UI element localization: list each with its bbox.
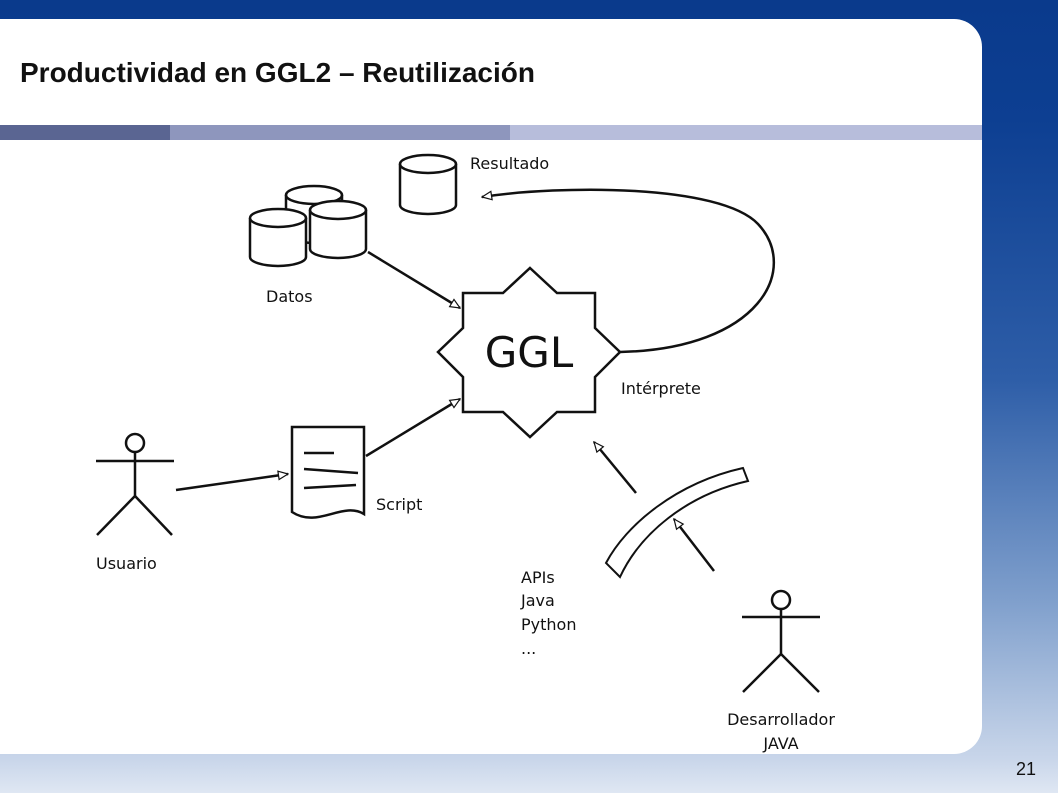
script-label: Script [376, 495, 422, 514]
slide-title: Productividad en GGL2 – Reutilización [20, 57, 535, 88]
user-label: Usuario [96, 554, 157, 573]
developer-label-line2: JAVA [762, 734, 798, 753]
developer-label-line1: Desarrollador [727, 710, 835, 729]
ggl-diagram: Resultado Datos GGL Intérprete Script [96, 153, 835, 753]
api-label-4: ... [521, 639, 536, 658]
api-to-ggl-arrow [593, 442, 637, 494]
page-number: 21 [1015, 759, 1036, 779]
developer-to-api-arrow [673, 519, 715, 572]
data-label: Datos [266, 287, 313, 306]
interpreter-label: Intérprete [621, 379, 701, 398]
ggl-interpreter-star [436, 266, 622, 439]
result-database-icon [398, 153, 458, 216]
data-database-icon [248, 184, 368, 268]
api-label-1: APIs [521, 568, 555, 587]
slide-panel: Productividad en GGL2 – Reutilización Re… [0, 19, 982, 754]
api-label-3: Python [521, 615, 576, 634]
ggl-label: GGL [485, 328, 574, 377]
api-label-2: Java [520, 591, 555, 610]
ggl-to-result-arrow [482, 188, 775, 354]
user-to-script-arrow [175, 474, 288, 492]
data-to-ggl-arrow [367, 250, 460, 310]
title-underline-segment [170, 125, 510, 140]
developer-stick-figure-icon [742, 589, 820, 693]
script-lines [303, 451, 359, 490]
user-stick-figure-icon [96, 432, 174, 536]
title-underline-segment [510, 125, 982, 140]
script-document-icon [290, 425, 366, 519]
title-underline-segment [0, 125, 170, 140]
api-shield-icon [604, 466, 750, 579]
script-to-ggl-arrow [365, 397, 460, 458]
result-label: Resultado [470, 154, 549, 173]
